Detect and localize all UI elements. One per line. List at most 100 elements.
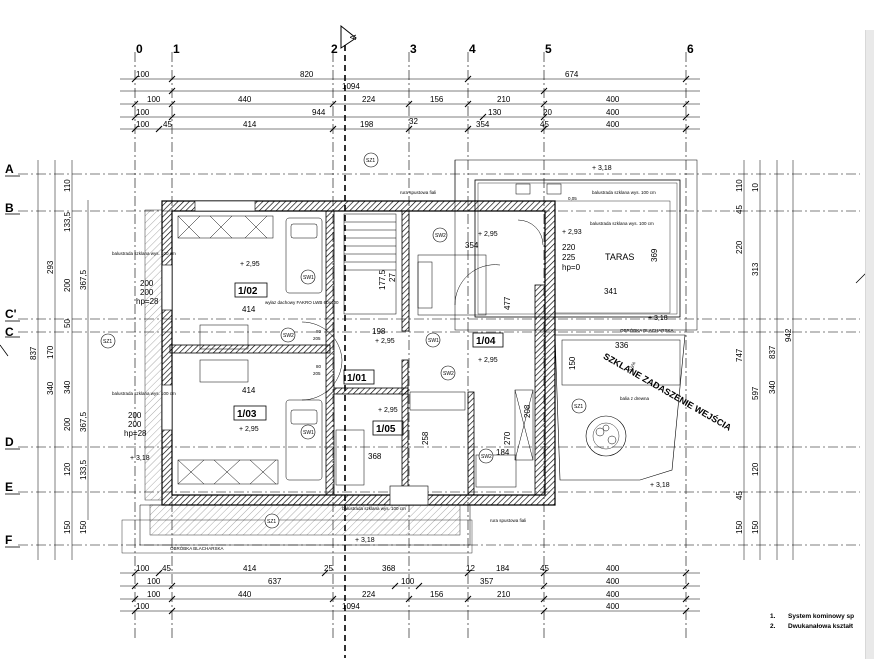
dim-top-4-4: 400 [606, 108, 620, 117]
axis-col-4: 4 [469, 42, 476, 56]
room-101-width: 198 [372, 327, 386, 336]
dim-left-in2-1: 367,5 [79, 411, 88, 432]
terrace-balustrade-label: balustrada szklana wys. 100 cm [592, 190, 656, 195]
bottom-dimension-texts: 100 45 414 25 368 12 184 45 400 100 637 … [136, 564, 620, 611]
terrace: TARAS 341 369 + 3,18 + 2,93 220 225 hp=0… [400, 159, 698, 331]
dim-left-outer: 837 [29, 346, 38, 360]
axis-row-f: F [5, 533, 12, 547]
left-level: + 3,18 [130, 455, 150, 462]
axis-row-c: C [5, 325, 14, 339]
terrace-width: 341 [604, 287, 618, 296]
dim-top-5-5: 354 [476, 120, 490, 129]
dim-top-3-4: 210 [497, 95, 511, 104]
tag-sw2-4: SW2 [481, 454, 492, 460]
dim-top-2-0: 1094 [342, 82, 360, 91]
level-fall: 0,05 [568, 196, 577, 201]
dim-bot-2-3: 357 [480, 577, 494, 586]
tag-sz1-bottom: SZ1 [267, 519, 276, 525]
row-axis-labels: A B C' C D E F [5, 162, 17, 547]
door-2-w: 80 [316, 364, 322, 369]
dim-top-5-3: 198 [360, 120, 374, 129]
dim-right-b-1: 313 [751, 262, 760, 276]
axis-col-2: 2 [331, 42, 338, 56]
dim-top-1-0: 100 [136, 70, 150, 79]
tub-label: balia z drewna [620, 396, 650, 401]
room-104-level: + 2,95 [478, 357, 498, 364]
dim-bot-2-1: 637 [268, 577, 282, 586]
dim-top-5-4: 32 [409, 117, 418, 126]
dim-left-in-6: 120 [63, 462, 72, 476]
left-dimensions [37, 160, 89, 560]
balcony-height: 150 [568, 356, 577, 370]
dim-top-1-1: 820 [300, 70, 314, 79]
flashing-label-right: OBRÓBKA BLACHARSKA [620, 327, 674, 333]
bottom-dimensions [120, 569, 700, 615]
dim-left-in-4: 340 [63, 380, 72, 394]
dim-bot-2-2: 100 [401, 577, 415, 586]
dim-left-in-1: 133,5 [63, 211, 72, 232]
dim-bot-4-1: 1094 [342, 602, 360, 611]
element-tags: SZ1 SZ1 SZ1 SZ1 SW1 SW1 SW1 SW2 SW2 SW2 … [100, 152, 587, 529]
dim-left-in2-3: 150 [79, 520, 88, 534]
note-1: 1.System kominowy sp [770, 612, 870, 622]
dim-top-3-1: 440 [238, 95, 252, 104]
axis-row-b: B [5, 201, 14, 215]
dim-bot-3-0: 100 [147, 590, 161, 599]
room-103-no: 1/03 [237, 409, 257, 420]
dim-left-in2-2: 133,5 [79, 459, 88, 480]
terrace-lower-h: 208 [523, 404, 532, 418]
notes-list: 1.System kominowy sp 2.Dwukanałowa kszta… [770, 612, 870, 632]
balcony-width: 336 [615, 341, 629, 350]
window-spec-2-size: 200 [128, 411, 142, 420]
dim-right-a-0: 110 [735, 179, 744, 192]
note-2-number: 2. [770, 623, 776, 630]
dim-left-in2-0: 367,5 [79, 269, 88, 290]
dim-top-3-2: 224 [362, 95, 376, 104]
room-102-level: + 2,95 [240, 261, 260, 268]
dim-left-in-5: 200 [63, 417, 72, 431]
tag-sw1-1: SW1 [303, 275, 314, 281]
dim-left-in-7: 150 [63, 520, 72, 534]
axis-col-0: 0 [136, 42, 143, 56]
terrace-level-2: + 3,18 [648, 315, 668, 322]
dim-top-4-2: 130 [488, 108, 502, 117]
stair-width: 27 [388, 273, 397, 282]
window-spec-1-size: 200 [140, 279, 154, 288]
furniture [177, 213, 544, 488]
section-mark-label: A [349, 34, 358, 40]
bottom-level: + 3,18 [355, 537, 375, 544]
room-103-width: 414 [242, 386, 256, 395]
dim-bot-3-1: 440 [238, 590, 252, 599]
balustrade-left-1: balustrada szklana wys. 100 cm [112, 251, 176, 256]
note-1-number: 1. [770, 613, 776, 620]
room-103: 1/03 + 2,95 414 [233, 386, 267, 433]
terrace-level-top: + 3,18 [592, 165, 612, 172]
dim-right-c-0: 942 [784, 328, 793, 342]
axis-row-d: D [5, 435, 14, 449]
dim-bot-2-4: 400 [606, 577, 620, 586]
axis-col-5: 5 [545, 42, 552, 56]
entry-level: + 3,18 [650, 482, 670, 489]
tag-sw1-2: SW1 [303, 430, 314, 436]
terrace-label: TARAS [605, 252, 634, 262]
room-104-height: 477 [503, 296, 512, 310]
dim-right-a-5: 150 [735, 520, 744, 534]
lower-flashing: OBRÓBKA BLACHARSKA balustrada szklana wy… [121, 455, 526, 554]
slope-label: 2,5% [628, 361, 636, 372]
room-105: 1/05 + 2,95 368 258 [368, 407, 430, 461]
dim-bot-4-2: 400 [606, 602, 620, 611]
room-101-no: 1/01 [347, 373, 367, 384]
dim-bot-4-0: 100 [136, 602, 150, 611]
dim-bot-1-0: 100 [136, 564, 150, 573]
dim-bot-3-5: 400 [606, 590, 620, 599]
flashing-label-bottom: OBRÓBKA BLACHARSKA [170, 545, 224, 551]
window-spec-1-hp: hp=28 [136, 297, 159, 306]
room-104: 1/04 + 2,95 354 477 270 184 + 2,95 [465, 231, 512, 457]
dim-bot-3-2: 224 [362, 590, 376, 599]
dim-bot-2-0: 100 [147, 577, 161, 586]
room-104-small-h: 270 [503, 431, 512, 445]
viewer-scrollbar[interactable] [865, 30, 874, 659]
tag-sz1-right: SZ1 [574, 404, 583, 410]
dim-left-mid-0: 293 [46, 260, 55, 274]
dim-right-a-1: 45 [735, 205, 744, 214]
